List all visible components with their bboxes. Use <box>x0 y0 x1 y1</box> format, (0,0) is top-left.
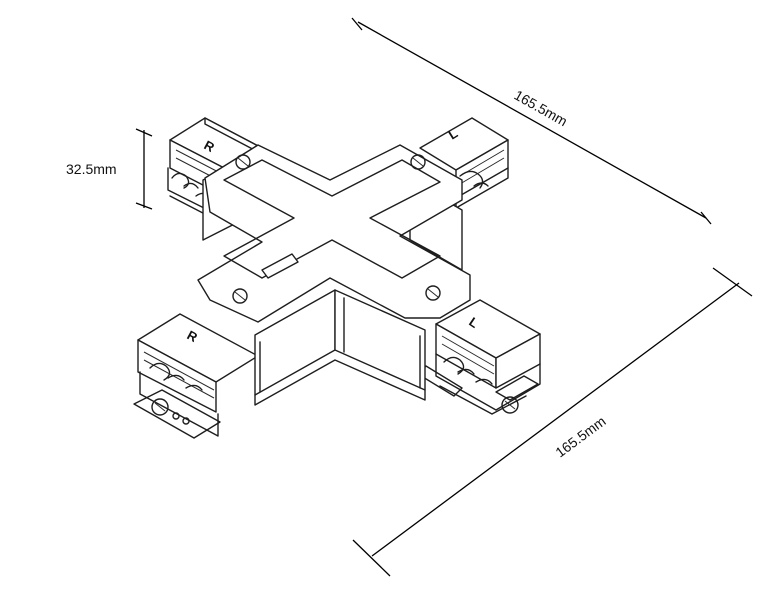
screw-icon <box>235 154 251 170</box>
label-slot <box>261 253 299 279</box>
arm-top-right <box>419 117 509 209</box>
screws <box>232 154 441 304</box>
dimension-height-label: 32.5mm <box>66 161 117 177</box>
cross-connector: R L R L <box>133 117 541 439</box>
arm-bottom-left <box>133 313 259 439</box>
dimension-bottom-label: 165.5mm <box>552 413 608 461</box>
cross-inner-outline <box>223 159 441 279</box>
dimension-top-label: 165.5mm <box>512 87 571 130</box>
screw-icon <box>410 154 426 170</box>
dimension-height: 32.5mm <box>66 128 153 210</box>
screw-icon <box>232 288 248 304</box>
screw-icon <box>425 285 441 301</box>
